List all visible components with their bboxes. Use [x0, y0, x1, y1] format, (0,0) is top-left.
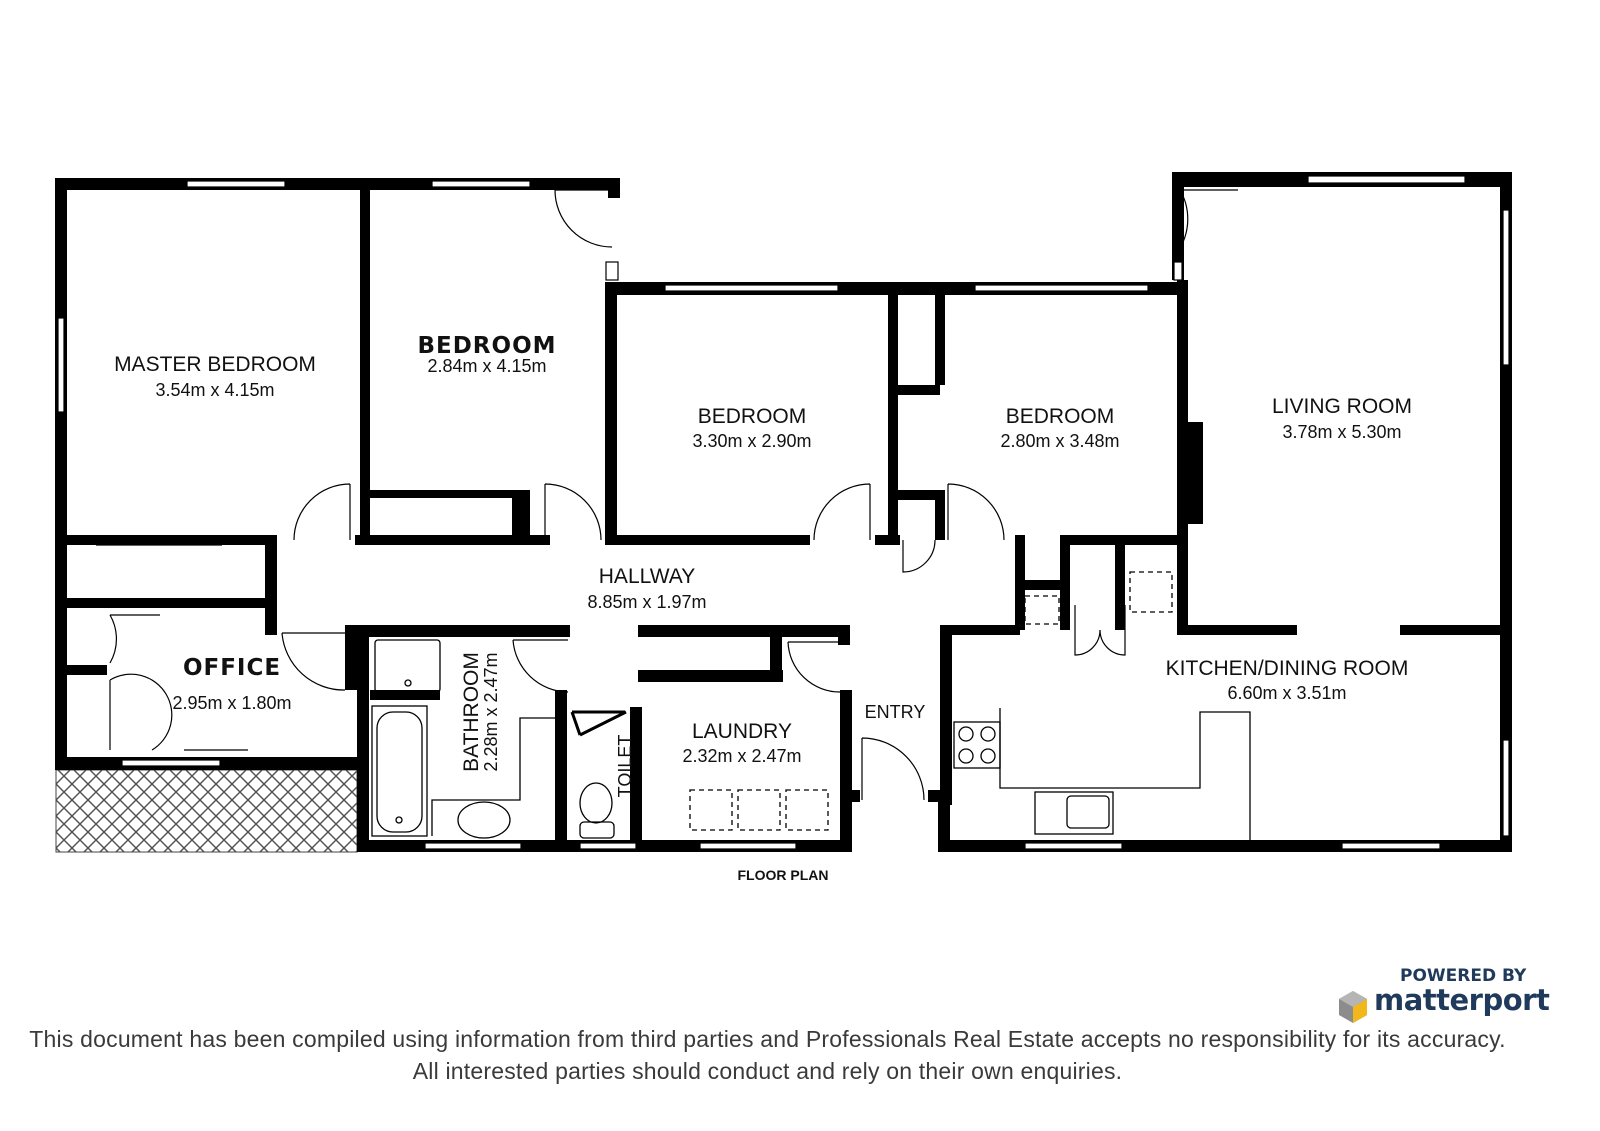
master-bedroom-label: MASTER BEDROOM — [114, 353, 316, 376]
shower — [374, 639, 441, 693]
living-room-label: LIVING ROOM — [1272, 395, 1412, 418]
office-size: 2.95m x 1.80m — [172, 693, 291, 713]
toilet-bowl — [579, 782, 613, 824]
bedroom-2-size: 3.30m x 2.90m — [692, 431, 811, 451]
disclaimer-line-1: This document has been compiled using in… — [29, 1026, 1506, 1052]
floor-plan-title: FLOOR PLAN — [738, 867, 829, 883]
bathroom-size: 2.28m x 2.47m — [481, 652, 501, 771]
matterport-logo-icon — [1339, 991, 1367, 1023]
laundry-label: LAUNDRY — [692, 720, 792, 743]
living-room-size: 3.78m x 5.30m — [1282, 422, 1401, 442]
master-bedroom-size: 3.54m x 4.15m — [155, 380, 274, 400]
bedroom-3-size: 2.80m x 3.48m — [1000, 431, 1119, 451]
toilet-label: TOILET — [615, 735, 635, 798]
laundry-size: 2.32m x 2.47m — [682, 746, 801, 766]
office-label: OFFICE — [183, 655, 281, 681]
kitchen-dining-label: KITCHEN/DINING ROOM — [1166, 657, 1409, 680]
matterport-brand: matterport — [1374, 983, 1550, 1017]
bedroom-1-size: 2.84m x 4.15m — [427, 356, 546, 376]
bedroom-2-label: BEDROOM — [698, 405, 807, 428]
kitchen-dining-size: 6.60m x 3.51m — [1227, 683, 1346, 703]
powered-by-text: POWERED BY — [1400, 966, 1527, 986]
windows — [57, 175, 1510, 850]
bedroom-3-label: BEDROOM — [1006, 405, 1115, 428]
room-labels: MASTER BEDROOM 3.54m x 4.15m BEDROOM 2.8… — [114, 333, 1412, 883]
bathroom-label: BATHROOM — [460, 652, 483, 772]
patio-hatched-area — [55, 769, 358, 853]
vanity — [431, 717, 555, 836]
bathtub — [371, 705, 428, 837]
entry-label: ENTRY — [865, 702, 926, 722]
bedroom-1-label: BEDROOM — [417, 333, 556, 359]
kitchen-bench — [999, 708, 1251, 840]
hallway-size: 8.85m x 1.97m — [587, 592, 706, 612]
basin — [457, 801, 511, 839]
disclaimer-line-2: All interested parties should conduct an… — [412, 1058, 1123, 1084]
fixtures — [371, 571, 1251, 840]
hallway-label: HALLWAY — [599, 565, 695, 588]
laundry-appliance — [689, 789, 733, 831]
sink — [1034, 791, 1114, 835]
doors — [96, 189, 1238, 801]
